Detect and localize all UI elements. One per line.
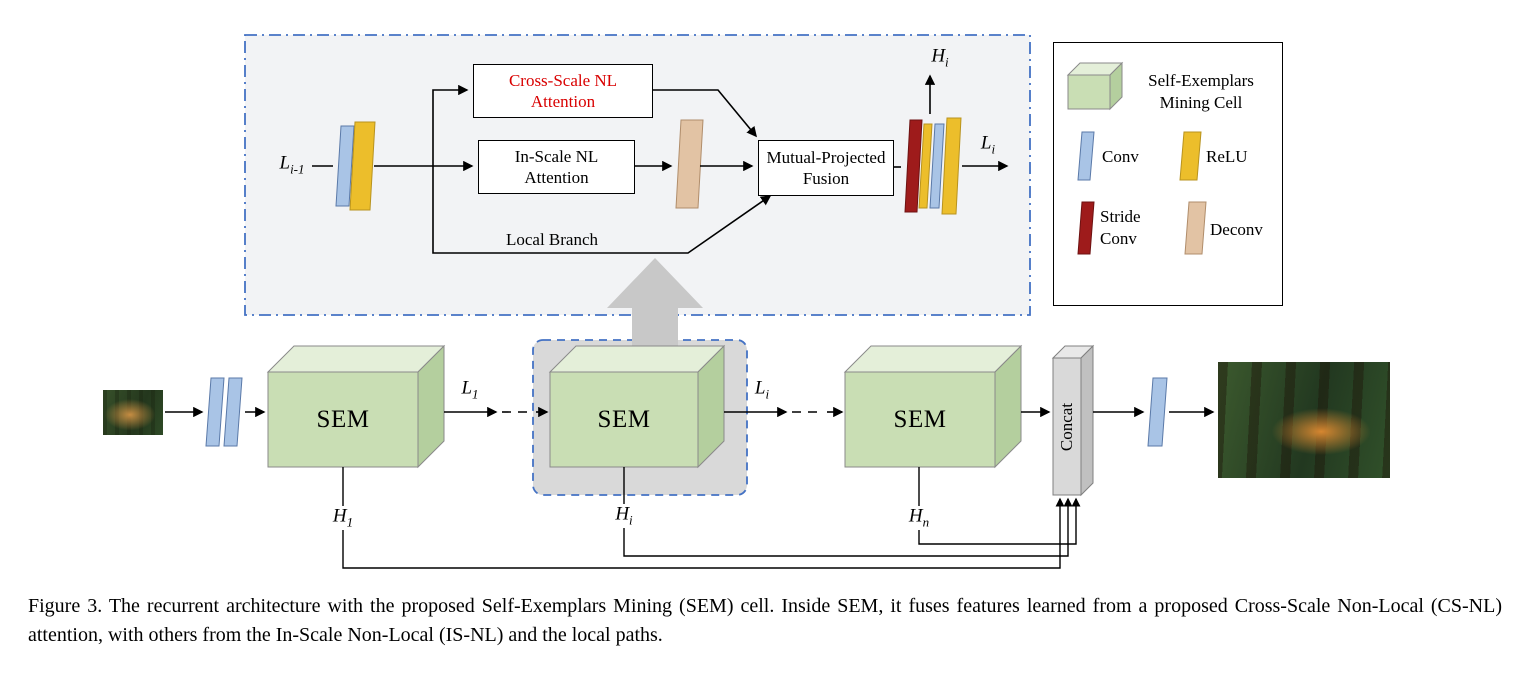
inset-relu-slab <box>349 121 376 211</box>
label-h-i: Hi <box>615 503 633 528</box>
sem-cube-3 <box>843 344 1023 469</box>
label-l-1: L1 <box>461 377 479 402</box>
legend-stride-conv-label: Stride Conv <box>1100 207 1141 249</box>
concat-slab <box>1051 344 1095 497</box>
inset-out-conv-slab <box>929 123 945 209</box>
fusion-line1: Mutual-Projected <box>766 147 886 167</box>
in-scale-line2: Attention <box>524 168 589 187</box>
inset-conv-slab <box>335 125 355 207</box>
mutual-projected-fusion-box: Mutual-Projected Fusion <box>758 140 894 196</box>
sem-cell-2-label: SEM <box>597 406 651 433</box>
legend-sem-cube-icon <box>1066 61 1124 111</box>
cross-scale-line2: Attention <box>530 92 596 111</box>
legend-relu-label: ReLU <box>1206 147 1248 166</box>
concat-block: Concat <box>1053 358 1081 495</box>
inset-out-relu-slab-1 <box>918 123 933 209</box>
legend-deconv-label: Deconv <box>1210 220 1263 239</box>
sem-cell-3-label: SEM <box>893 406 947 433</box>
input-lr-image <box>103 390 163 435</box>
inset-deconv-slab <box>675 119 704 209</box>
cross-scale-nl-attention-box: Cross-Scale NL Attention <box>473 64 653 118</box>
label-l-i-minus-1: Li-1 <box>279 152 305 177</box>
label-h-1: H1 <box>332 505 354 530</box>
sem-cell-1-label: SEM <box>316 406 370 433</box>
in-scale-line1: In-Scale NL <box>514 146 599 166</box>
legend-sem-label: Self-Exemplars Mining Cell <box>1148 71 1254 113</box>
legend-stride-conv-icon <box>1077 201 1095 255</box>
head-conv-slab-2 <box>223 377 243 447</box>
cross-scale-line1: Cross-Scale NL <box>508 70 618 90</box>
label-h-i-inset: Hi <box>931 45 949 70</box>
legend-relu-icon <box>1179 131 1202 181</box>
sem-cube-2 <box>548 344 726 469</box>
concat-label: Concat <box>1057 402 1076 451</box>
label-l-i: Li <box>754 377 770 402</box>
fusion-line2: Fusion <box>802 169 850 188</box>
label-l-i-inset: Li <box>980 132 996 157</box>
legend-deconv-icon <box>1184 201 1207 255</box>
output-sr-image <box>1218 362 1390 478</box>
in-scale-nl-attention-box: In-Scale NL Attention <box>478 140 635 194</box>
legend-conv-label: Conv <box>1102 147 1139 166</box>
connectors <box>165 74 1215 569</box>
figure-caption: Figure 3. The recurrent architecture wit… <box>28 595 1502 646</box>
inset-out-relu-slab-2 <box>941 117 962 215</box>
head-conv-slab-1 <box>205 377 225 447</box>
legend-conv-icon <box>1077 131 1095 181</box>
sem-cube-1 <box>266 344 446 469</box>
legend-box <box>1053 42 1283 306</box>
label-h-n: Hn <box>908 505 930 530</box>
inset-stride-conv-slab <box>904 119 923 213</box>
tail-conv-slab <box>1147 377 1168 447</box>
label-local-branch: Local Branch <box>505 230 599 249</box>
